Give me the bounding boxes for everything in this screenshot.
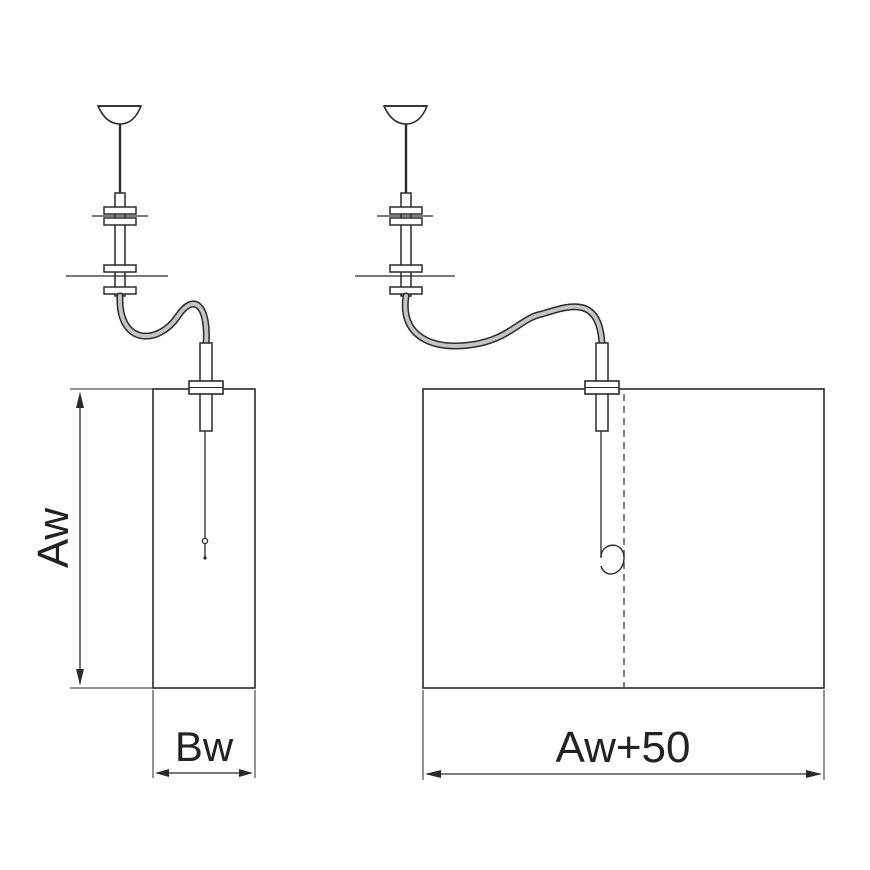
- side-view: Aw Bw: [29, 105, 256, 778]
- wire-end-left: [201, 537, 209, 545]
- front-width-dimension-line: [422, 690, 825, 780]
- upper-nut-right: [377, 206, 433, 226]
- upper-nut-left: [92, 206, 148, 226]
- flexible-cable-left: [116, 292, 210, 349]
- ceiling-cup-left: [96, 105, 143, 125]
- hook-right: [600, 544, 625, 575]
- front-view: Aw+50: [355, 105, 825, 780]
- ceiling-cup-right: [382, 105, 429, 125]
- side-width-dimension-line: [152, 690, 256, 778]
- flexible-cable-right: [401, 292, 606, 350]
- height-dimension-line: [70, 388, 153, 689]
- height-dimension-label: Aw: [29, 508, 78, 569]
- front-width-dimension-label: Aw+50: [556, 723, 691, 772]
- side-width-dimension-label: Bw: [175, 723, 234, 770]
- curtain-side-box: [152, 388, 256, 689]
